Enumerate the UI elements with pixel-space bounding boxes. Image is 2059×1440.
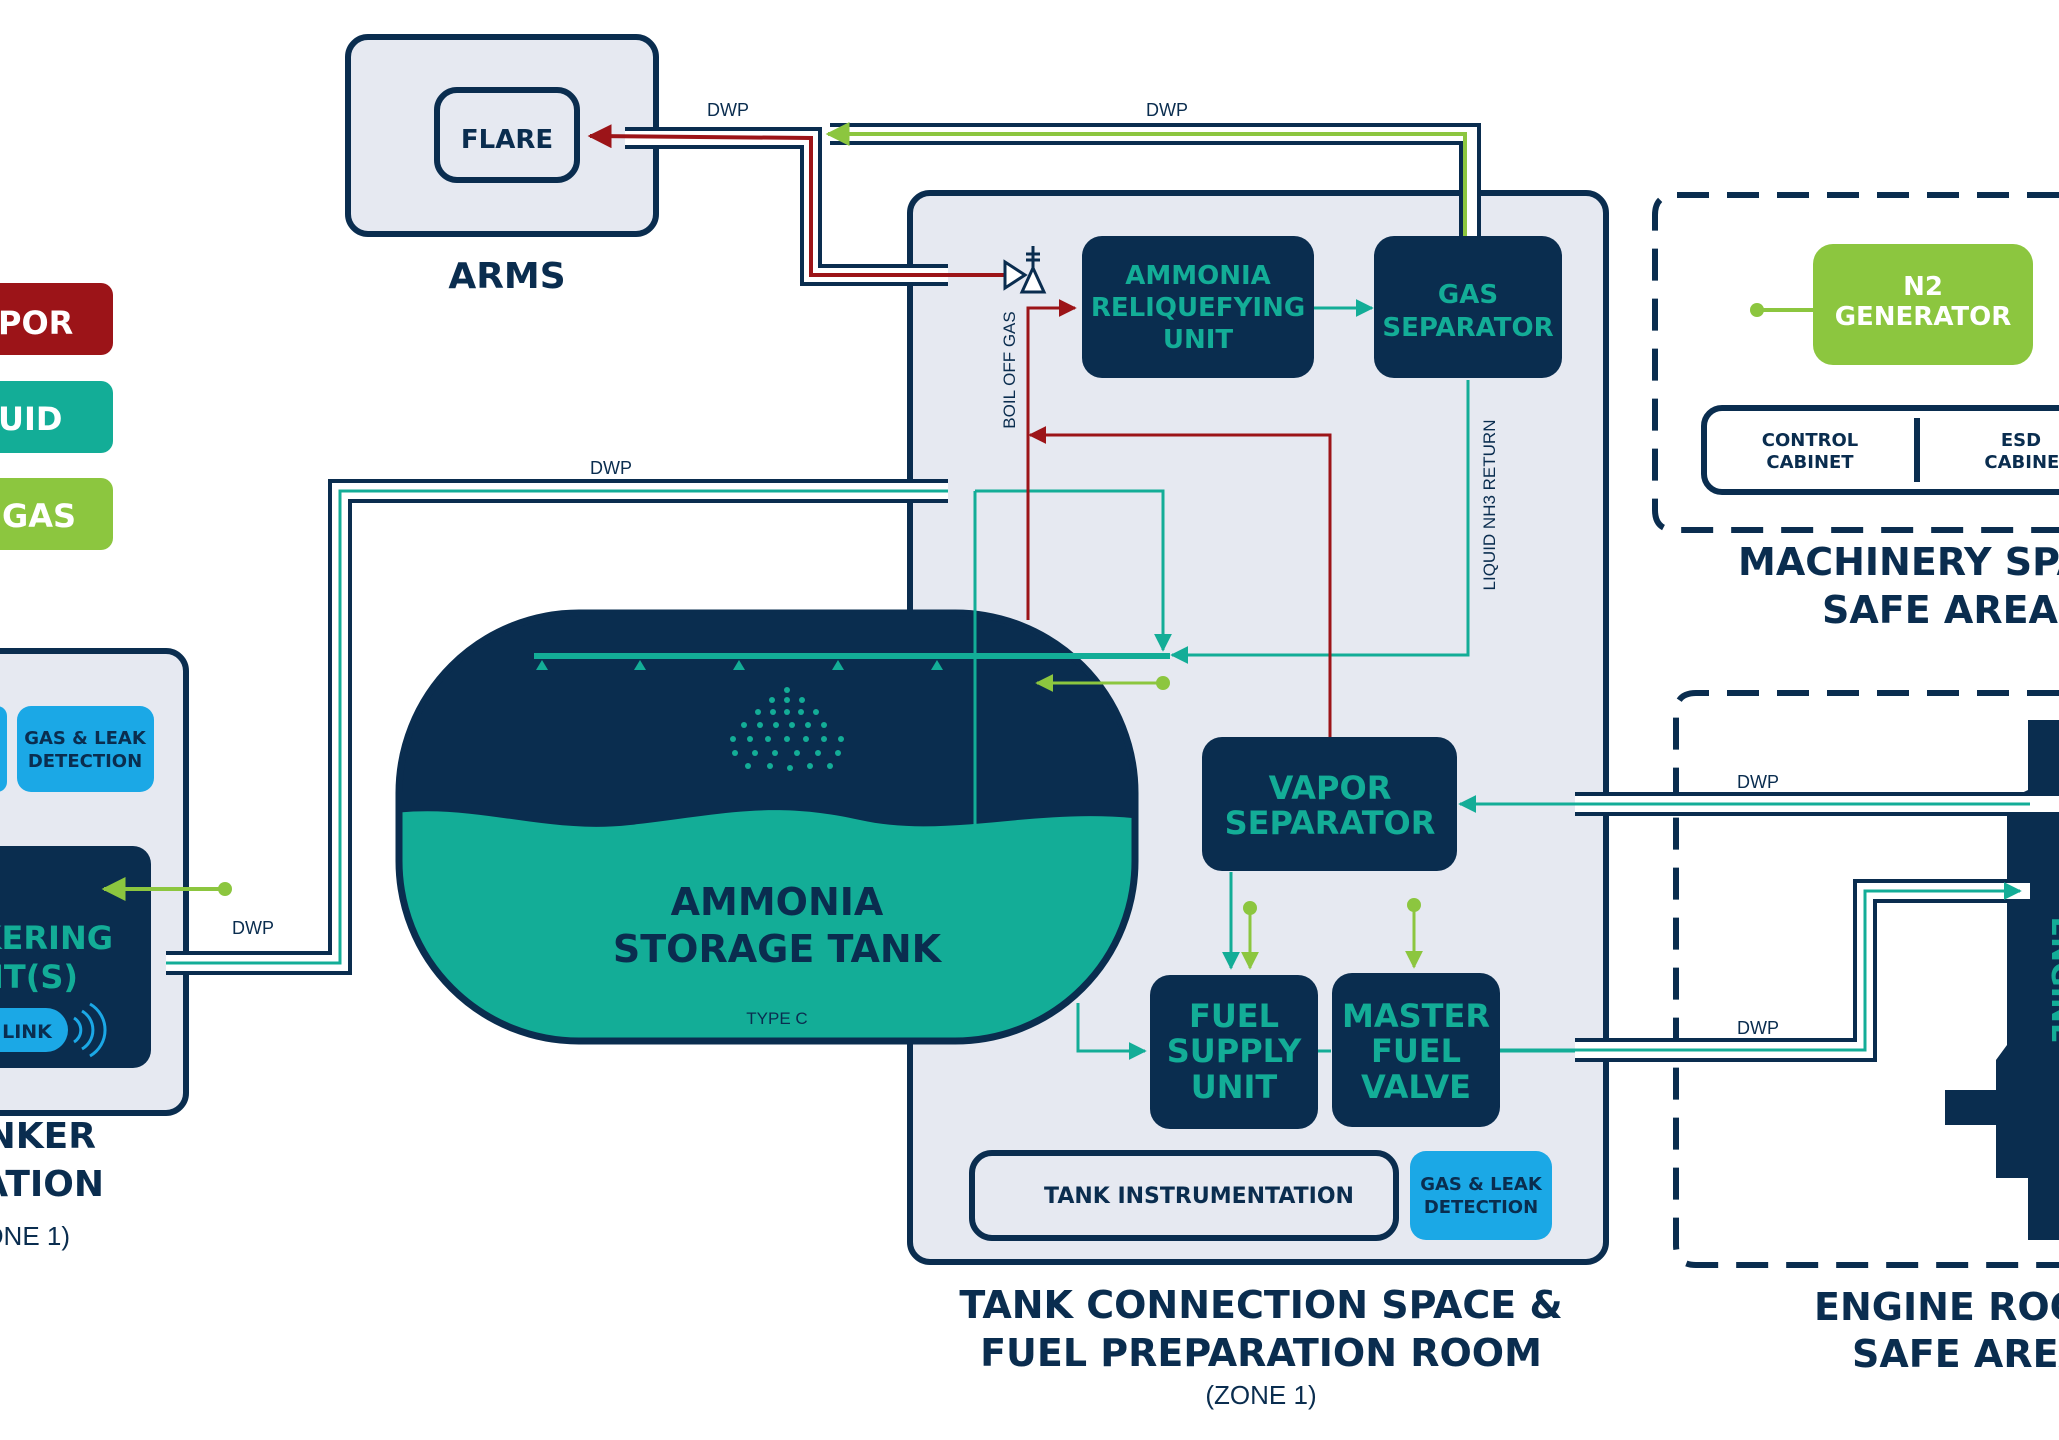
fuel-supply-unit: FUEL SUPPLY UNIT: [1150, 975, 1318, 1129]
boil-off-gas-label: BOIL OFF GAS: [1000, 311, 1019, 428]
flow-lines: [587, 122, 2030, 1052]
esd-cabinet-line1: ESD: [2001, 430, 2041, 451]
master-valve-line1: MASTER: [1342, 997, 1490, 1035]
link-pill: [0, 1008, 68, 1052]
ammonia-storage-tank: AMMONIA STORAGE TANK TYPE C: [395, 609, 1170, 1045]
engine-room-caption-line2: SAFE AREA: [1852, 1332, 2059, 1376]
dwp-label-engine-lower: DWP: [1737, 1018, 1779, 1038]
dwp-label-engine-upper: DWP: [1737, 772, 1779, 792]
tank-title-line2: STORAGE TANK: [613, 927, 943, 971]
master-valve-line2: FUEL: [1371, 1032, 1461, 1070]
vapor-separator-line1: VAPOR: [1269, 769, 1392, 807]
arms-area: FLARE ARMS: [345, 34, 659, 297]
legend-gas-label: GAS: [2, 497, 76, 535]
fuel-supply-line2: SUPPLY: [1167, 1032, 1302, 1070]
fuel-supply-line3: UNIT: [1191, 1068, 1278, 1106]
tank-instrumentation: TANK INSTRUMENTATION: [969, 1150, 1399, 1241]
engine-room: ENGINE ENGINE ROO SAFE AREA: [1673, 690, 2059, 1376]
dwp-label-gas: DWP: [1146, 100, 1188, 120]
control-cabinet-line1: CONTROL: [1762, 430, 1859, 451]
bunkering-unit-line2: NIT(S): [0, 958, 78, 996]
legend-vapor-swatch: [0, 283, 113, 355]
gas-separator-line1: GAS: [1438, 280, 1498, 310]
spray-pattern: [730, 687, 844, 771]
tcs-gas-leak-line1: GAS & LEAK: [1420, 1174, 1543, 1195]
dwp-label-flare: DWP: [707, 100, 749, 120]
link-label: LINK: [2, 1021, 53, 1043]
vapor-separator-line2: SEPARATOR: [1225, 804, 1436, 842]
bunker-gas-leak-line1: GAS & LEAK: [24, 728, 147, 749]
master-valve-line3: VALVE: [1361, 1068, 1471, 1106]
reliquefying-line2: RELIQUEFYING: [1091, 293, 1305, 323]
tcs-caption-line1: TANK CONNECTION SPACE &: [959, 1283, 1562, 1327]
bunker-zone: ONE 1): [0, 1221, 70, 1251]
legend-liquid-label: UID: [0, 400, 62, 438]
bunker-gas-leak-box: [17, 706, 154, 792]
reliquefying-line1: AMMONIA: [1125, 261, 1271, 291]
reliquefying-line3: UNIT: [1163, 325, 1234, 355]
reliquefying-unit: AMMONIA RELIQUEFYING UNIT: [1082, 236, 1314, 378]
n2-generator-box: [1813, 244, 2033, 365]
legend-gas-swatch: [0, 478, 113, 550]
legend-liquid-swatch: [0, 381, 113, 453]
master-fuel-valve: MASTER FUEL VALVE: [1332, 973, 1500, 1127]
legend: POR UID GAS: [0, 283, 113, 550]
tcs-gas-leak-line2: DETECTION: [1424, 1197, 1538, 1218]
machinery-caption-line1: MACHINERY SPA: [1738, 540, 2059, 584]
n2-generator-line2: GENERATOR: [1835, 302, 2012, 332]
legend-vapor-label: POR: [0, 304, 73, 342]
arms-caption: ARMS: [448, 256, 565, 297]
machinery-space: N2 GENERATOR CONTROL CABINET ESD CABINET…: [1652, 192, 2059, 632]
tcs-gas-leak-detection: GAS & LEAK DETECTION: [1410, 1151, 1552, 1240]
dwp-label-tcs: DWP: [590, 458, 632, 478]
vapor-separator: VAPOR SEPARATOR: [1202, 737, 1457, 871]
tank-type: TYPE C: [746, 1009, 807, 1028]
tcs-zone: (ZONE 1): [1205, 1380, 1316, 1410]
tcs-caption-line2: FUEL PREPARATION ROOM: [980, 1331, 1542, 1375]
flare-label: FLARE: [461, 125, 553, 155]
flare-box: [434, 87, 580, 183]
machinery-caption-line2: SAFE AREA: [1822, 588, 2059, 632]
bunker-gas-leak-line2: DETECTION: [28, 751, 142, 772]
liquid-return-label: LIQUID NH3 RETURN: [1480, 420, 1499, 591]
process-lines: [966, 299, 1575, 1060]
cabinet-box: [1701, 405, 2059, 495]
dwp-label-bunker: DWP: [232, 918, 274, 938]
relief-valve-icon: [1003, 246, 1047, 294]
tank-instrumentation-label: TANK INSTRUMENTATION: [1044, 1184, 1354, 1209]
engine-label: ENGINE: [2044, 917, 2059, 1044]
engine-room-caption-line1: ENGINE ROO: [1814, 1285, 2059, 1329]
bunkering-unit-line1: KERING: [0, 919, 113, 957]
gas-separator-line2: SEPARATOR: [1382, 313, 1553, 343]
tank-title-line1: AMMONIA: [671, 880, 884, 924]
engine-shape: [1945, 720, 2059, 1240]
bunker-station: GAS & LEAK DETECTION KERING NIT(S) LINK …: [0, 648, 232, 1251]
bunker-caption-line1: NKER: [0, 1116, 96, 1157]
wireless-icon: [73, 1002, 107, 1058]
n2-generator-line1: N2: [1903, 272, 1943, 302]
control-cabinet-line2: CABINET: [1766, 452, 1854, 473]
gas-separator: GAS SEPARATOR: [1374, 236, 1562, 378]
esd-cabinet-line2: CABINET: [1984, 452, 2059, 473]
bunker-caption-line2: ATION: [0, 1164, 104, 1205]
fuel-supply-line1: FUEL: [1189, 997, 1279, 1035]
